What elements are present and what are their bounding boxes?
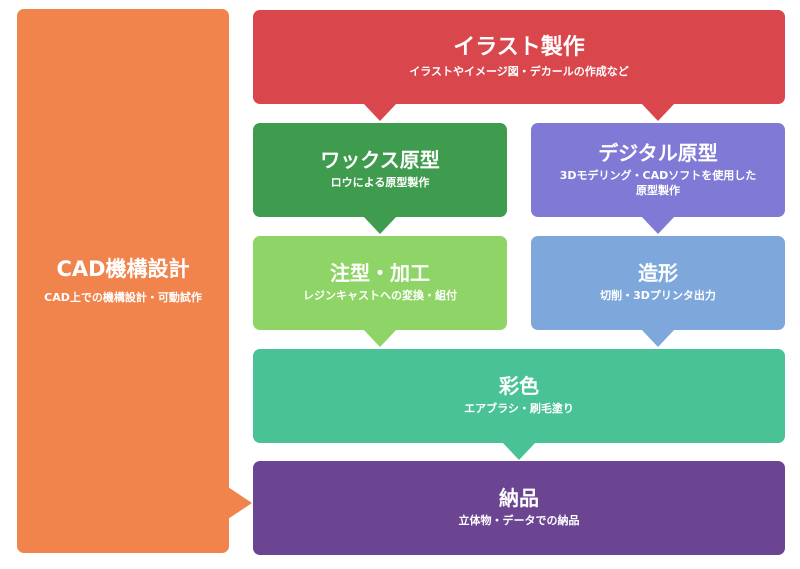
cad-design-block: CAD機構設計 CAD上での機構設計・可動試作 <box>17 9 229 553</box>
casting-subtitle: レジンキャストへの変換・組付 <box>303 289 457 303</box>
arrow-digital-to-shape <box>641 216 675 234</box>
wax-prototype-subtitle: ロウによる原型製作 <box>330 176 430 190</box>
casting-block: 注型・加工 レジンキャストへの変換・組付 <box>253 236 507 330</box>
shaping-subtitle: 切削・3Dプリンタ出力 <box>600 289 716 303</box>
illustration-title: イラスト製作 <box>453 35 585 61</box>
shaping-title: 造形 <box>638 261 678 286</box>
arrow-cast-to-paint <box>363 329 397 347</box>
illustration-subtitle: イラストやイメージ図・デカールの作成など <box>409 64 629 78</box>
digital-prototype-subtitle-line2: 原型製作 <box>635 183 680 197</box>
arrow-illust-to-digital <box>641 103 675 121</box>
wax-prototype-block: ワックス原型 ロウによる原型製作 <box>253 123 507 217</box>
digital-prototype-subtitle: 3Dモデリング・CADソフトを使用した 原型製作 <box>560 169 757 198</box>
casting-title: 注型・加工 <box>330 261 430 286</box>
painting-subtitle: エアブラシ・刷毛塗り <box>464 402 574 416</box>
illustration-block: イラスト製作 イラストやイメージ図・デカールの作成など <box>253 10 785 104</box>
shaping-block: 造形 切削・3Dプリンタ出力 <box>531 236 785 330</box>
digital-prototype-subtitle-line1: 3Dモデリング・CADソフトを使用した <box>559 169 757 183</box>
delivery-subtitle: 立体物・データでの納品 <box>458 514 580 528</box>
arrow-cad-to-deliver <box>228 487 252 519</box>
wax-prototype-title: ワックス原型 <box>320 148 440 173</box>
delivery-block: 納品 立体物・データでの納品 <box>253 461 785 555</box>
digital-prototype-block: デジタル原型 3Dモデリング・CADソフトを使用した 原型製作 <box>531 123 785 217</box>
arrow-paint-to-deliver <box>502 442 536 460</box>
cad-design-subtitle: CAD上での機構設計・可動試作 <box>44 290 202 304</box>
cad-design-title: CAD機構設計 <box>56 256 190 281</box>
painting-title: 彩色 <box>499 374 539 399</box>
arrow-illust-to-wax <box>363 103 397 121</box>
arrow-shape-to-paint <box>641 329 675 347</box>
arrow-wax-to-cast <box>363 216 397 234</box>
delivery-title: 納品 <box>499 486 539 511</box>
painting-block: 彩色 エアブラシ・刷毛塗り <box>253 349 785 443</box>
digital-prototype-title: デジタル原型 <box>598 141 718 166</box>
